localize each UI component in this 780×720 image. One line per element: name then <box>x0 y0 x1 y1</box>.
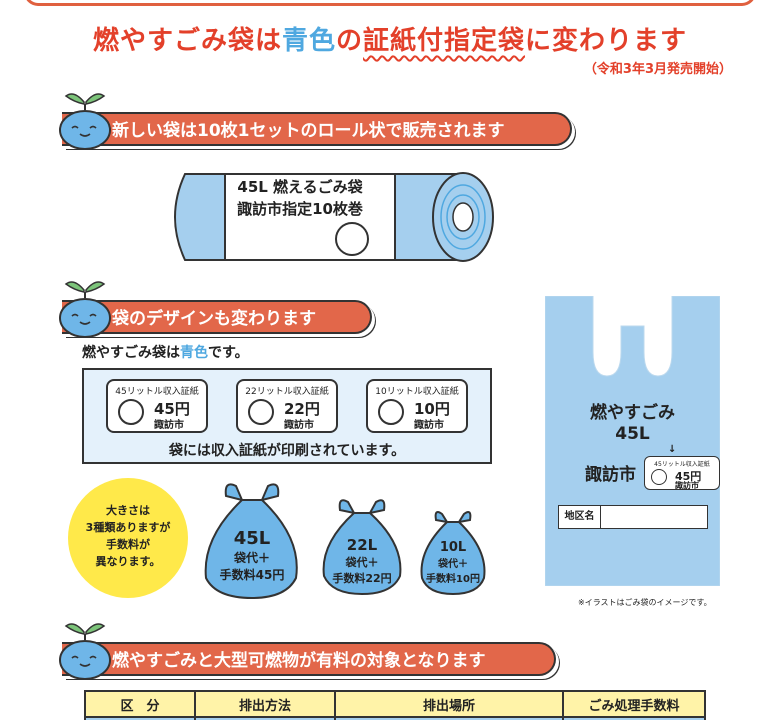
top-frame <box>24 0 756 6</box>
big-bag-city: 諏訪市 <box>585 465 636 485</box>
stamp-note: 袋には収入証紙が印刷されています。 <box>168 443 406 459</box>
bag-45l-icon <box>204 483 298 600</box>
page-headline: 燃やすごみ袋は青色の証紙付指定袋に変わります <box>92 26 688 56</box>
seal-icon <box>248 399 274 425</box>
section-bar-fee: 燃やすごみと大型可燃物が有料の対象となります <box>62 642 556 676</box>
bag-10l-label: 10L 袋代＋ 手数料10円 <box>426 540 480 585</box>
seal-icon <box>378 399 404 425</box>
bag-color-lead: 燃やすごみ袋は青色です。 <box>82 345 249 361</box>
seal-icon <box>651 469 667 485</box>
fee-table: 区 分 排出方法 排出場所 ごみ処理手数料 <box>84 690 706 720</box>
mascot-icon <box>59 281 111 338</box>
roll-label: 45L 燃えるごみ袋 諏訪市指定10枚巻 <box>237 178 363 218</box>
stamp-22: 22リットル収入証紙 22円諏訪市 <box>236 379 338 433</box>
table-header: ごみ処理手数料 <box>562 690 706 718</box>
seal-icon <box>118 399 144 425</box>
stamp-10: 10リットル収入証紙 10円諏訪市 <box>366 379 468 433</box>
stamp-45: 45リットル収入証紙 45円諏訪市 <box>106 379 208 433</box>
table-header: 排出場所 <box>334 690 564 718</box>
mascot-icon <box>59 623 111 680</box>
stamp-panel: 45リットル収入証紙 45円諏訪市 22リットル収入証紙 22円諏訪市 10リッ… <box>82 368 492 464</box>
section-bar-design: 袋のデザインも変わります <box>62 300 372 334</box>
table-header: 排出方法 <box>194 690 336 718</box>
arrow-down-icon: ↓ <box>668 444 677 455</box>
table-header: 区 分 <box>84 690 196 718</box>
bag-10l-icon <box>420 511 486 596</box>
bag-45l-label: 45L 袋代＋ 手数料45円 <box>219 528 285 582</box>
big-bag-stamp: 45リットル収入証紙 45円 諏訪市 <box>644 456 720 490</box>
image-note: ※イラストはごみ袋のイメージです。 <box>578 598 712 607</box>
garbage-bag-roll-icon <box>174 172 494 262</box>
bag-22l-icon <box>322 499 402 596</box>
table-header-row: 区 分 排出方法 排出場所 ごみ処理手数料 <box>84 690 706 718</box>
district-name-box: 地区名 <box>558 505 708 529</box>
bag-22l-label: 22L 袋代＋ 手数料22円 <box>332 536 392 585</box>
mascot-icon <box>59 93 111 150</box>
big-bag-size: 45L <box>615 424 650 444</box>
table-row <box>84 716 706 720</box>
big-bag-title: 燃やすごみ <box>590 403 675 423</box>
release-date: （令和3年3月発売開始） <box>583 62 732 77</box>
section-bar-roll: 新しい袋は10枚1セットのロール状で販売されます <box>62 112 572 146</box>
city-seal-icon <box>335 222 369 256</box>
